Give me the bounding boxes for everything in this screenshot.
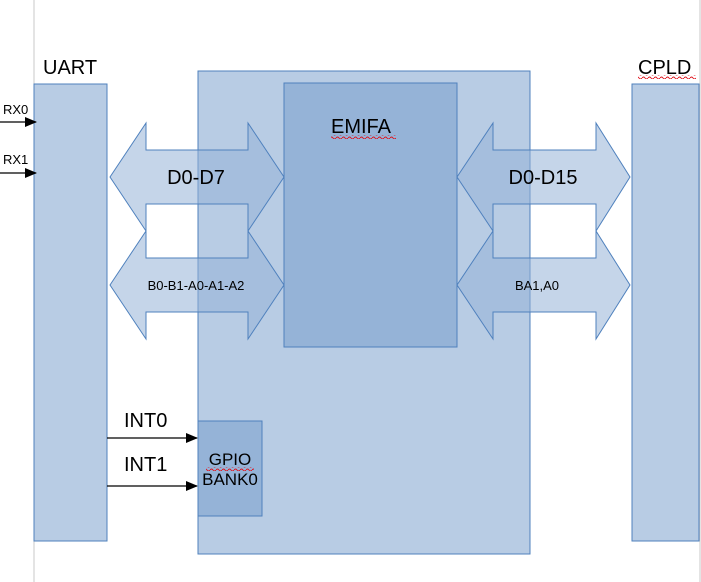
bus-arrow-cpld-data <box>456 121 631 233</box>
int0-label: INT0 <box>124 410 167 432</box>
int1-label: INT1 <box>124 454 167 476</box>
gpio-label: GPIO <box>209 450 252 469</box>
cpld-label: CPLD <box>638 57 691 79</box>
uart-block <box>33 83 108 542</box>
cpld-spellcheck-underline <box>638 75 696 79</box>
cpld-data-bus-label: D0-D15 <box>509 167 578 189</box>
gpio-spellcheck-underline <box>206 467 254 471</box>
bus-arrow-cpld-addr <box>456 229 631 341</box>
emifa-block <box>283 82 458 348</box>
uart-label: UART <box>43 57 97 79</box>
bus-arrow-uart-data <box>109 121 285 233</box>
bus-arrow-uart-addr <box>109 229 285 341</box>
uart-addr-bus-label: B0-B1-A0-A1-A2 <box>148 278 245 293</box>
rx1-label: RX1 <box>3 152 28 167</box>
cpld-block <box>631 83 700 542</box>
rx0-label: RX0 <box>3 102 28 117</box>
emifa-label: EMIFA <box>331 116 392 138</box>
bank0-label: BANK0 <box>202 470 258 489</box>
cpld-addr-bus-label: BA1,A0 <box>515 278 559 293</box>
uart-data-bus-label: D0-D7 <box>167 167 225 189</box>
emifa-spellcheck-underline <box>331 135 396 139</box>
